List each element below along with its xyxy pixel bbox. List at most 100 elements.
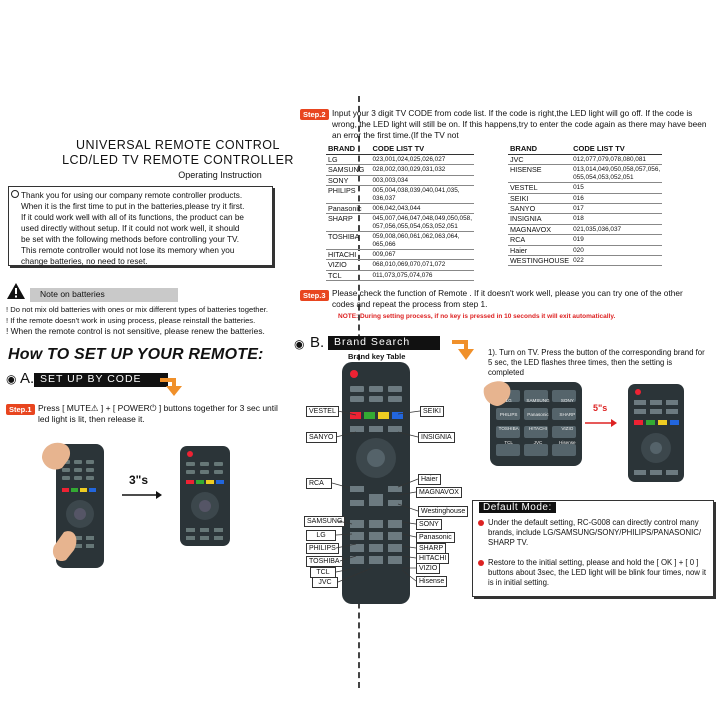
- info-icon: [11, 190, 19, 198]
- code-cell: 018: [571, 213, 663, 225]
- brand-key-remote: [342, 362, 410, 604]
- keypad-brand: SHARP: [559, 412, 576, 417]
- section-a-label: SET UP BY CODE: [34, 373, 168, 387]
- brand-label-haier: Haier: [418, 474, 441, 485]
- brand-label-sanyo: SANYO: [306, 432, 337, 443]
- title-line-3: Operating Instruction: [178, 170, 262, 180]
- default-mode-box: [472, 500, 714, 597]
- keypad-brand: TOSHIBA: [498, 426, 519, 431]
- keypad-closeup-illustration: [483, 381, 582, 466]
- code-cell: 006,042,043,044: [370, 203, 474, 215]
- title-line-1: UNIVERSAL REMOTE CONTROL: [76, 138, 280, 152]
- intro-line: be set with the following methods before…: [21, 235, 240, 244]
- section-a-letter: A.: [20, 370, 35, 387]
- brand-cell: Haier: [508, 245, 572, 257]
- code-cell: 021,035,036,037: [571, 224, 663, 236]
- keypad-brand: TCL: [504, 440, 513, 445]
- brand-cell: SANYO: [508, 203, 572, 215]
- brand-label-jvc: JVC: [312, 577, 338, 588]
- brand-cell: SAMSUNG: [326, 164, 371, 176]
- brand-cell: VIZIO: [326, 259, 371, 271]
- timeout-note: NOTE: During setting process, if no key …: [338, 313, 616, 320]
- remote-illustration: [628, 384, 684, 482]
- bullet-icon: [478, 560, 484, 566]
- brand-key-table-label: Brand key Table: [348, 352, 406, 361]
- intro-box: Thank you for using our company remote c…: [8, 186, 273, 266]
- brand-label-vestel: VESTEL: [306, 406, 339, 417]
- intro-line: Thank you for using our company remote c…: [21, 191, 243, 200]
- intro-line: If it could work well with all of its fu…: [21, 213, 244, 222]
- brand-label-toshiba: TOSHIBA: [306, 556, 343, 567]
- brand-cell: LG: [326, 154, 371, 166]
- keypad-brand: HITACHI: [528, 426, 548, 431]
- default-mode-text-1: Under the default setting, RC-G008 can d…: [488, 518, 702, 547]
- code-cell: 015: [571, 182, 663, 194]
- record-icon: ◉: [294, 337, 305, 351]
- code-cell: 019: [571, 234, 663, 246]
- brand-cell: VESTEL: [508, 182, 572, 194]
- brand-label-insignia: INSIGNIA: [418, 432, 455, 443]
- three-seconds-label: 3"s: [129, 473, 149, 487]
- brand-label-samsung: SAMSUNG: [304, 516, 346, 527]
- title-line-2: LCD/LED TV REMOTE CONTROLLER: [62, 153, 294, 167]
- code-header: CODE LIST TV: [571, 144, 663, 155]
- brand-label-seiki: SEIKI: [420, 406, 444, 417]
- brand-label-philips: PHILIPS: [306, 543, 339, 554]
- brand-cell: SHARP: [326, 213, 371, 233]
- five-seconds-label: 5"s: [593, 403, 608, 413]
- arrow-down-icon: [160, 378, 182, 396]
- code-cell: 045,007,046,047,048,049,050,058, 057,056…: [370, 213, 474, 233]
- brand-cell: HISENSE: [508, 164, 572, 184]
- brand-label-westinghouse: Westinghouse: [418, 506, 469, 517]
- code-cell: 009,067: [370, 249, 474, 261]
- brand-cell: WESTINGHOUSE: [508, 255, 572, 267]
- remote-illustration: [180, 446, 230, 546]
- record-icon: ◉: [6, 372, 17, 386]
- remote-pressing-illustration: [42, 442, 104, 568]
- code-cell: 022: [571, 255, 663, 267]
- code-header: CODE LIST TV: [370, 144, 474, 155]
- brand-label-sony: SONY: [416, 519, 442, 530]
- keypad-brand-grid: LG SAMSUNG SONY PHILIPS Panasonic SHARP …: [494, 398, 582, 445]
- code-cell: 020: [571, 245, 663, 257]
- section-b-letter: B.: [310, 334, 325, 351]
- intro-line: When it is the first time to put in the …: [21, 202, 245, 211]
- brand-cell: INSIGNIA: [508, 213, 572, 225]
- battery-note-line: ! When the remote control is not sensiti…: [6, 326, 265, 336]
- brand-search-text: 1). Turn on TV. Press the button of the …: [488, 348, 705, 377]
- code-cell: 068,010,069,070,071,072: [370, 259, 474, 271]
- keypad-brand: LG: [505, 398, 512, 403]
- step-1-badge: Step.1: [6, 404, 35, 415]
- keypad-brand: VIZIO: [561, 426, 574, 431]
- keypad-brand: Panasonic: [527, 412, 549, 417]
- code-cell: 059,008,060,061,062,063,064, 065,066: [370, 231, 474, 251]
- brand-cell: Panasonic: [326, 203, 371, 215]
- battery-note-line: ! If the remote doesn't work in using pr…: [6, 316, 256, 325]
- keypad-brand: SAMSUNG: [526, 398, 550, 403]
- brand-label-vizio: VIZIO: [416, 563, 441, 574]
- brand-header: BRAND: [508, 144, 572, 155]
- code-cell: 023,001,024,025,026,027: [370, 154, 474, 166]
- keypad-brand: Hisense: [559, 440, 576, 445]
- code-cell: 005,004,038,039,040,041,035, 036,037: [370, 185, 474, 205]
- brand-cell: JVC: [508, 154, 572, 166]
- code-cell: 016: [571, 193, 663, 205]
- intro-line: This remote controller would not lose it…: [21, 246, 235, 255]
